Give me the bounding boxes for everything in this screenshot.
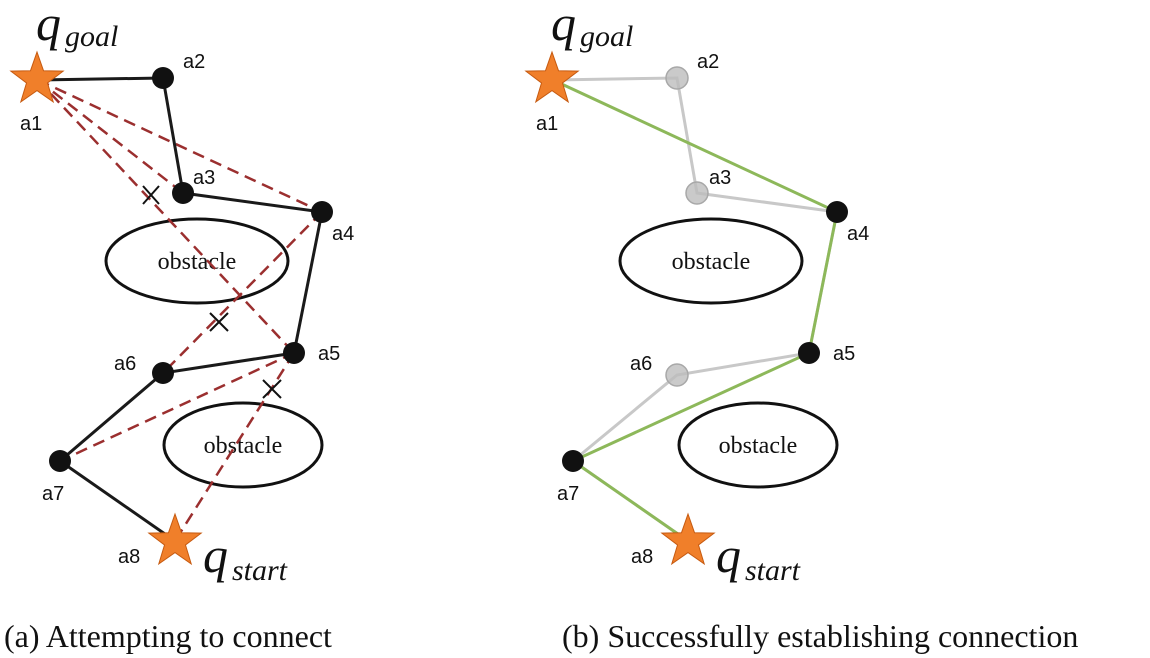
start-star-a: [147, 512, 203, 566]
panel-a: obstacle obstacle a1 a2 a3: [4, 0, 354, 654]
obstacle-label-bottom-a: obstacle: [204, 433, 283, 459]
panel-b: obstacle obstacle a1 a2 a3 a4 a5 a6 a7 a…: [524, 0, 1078, 654]
label-a6-b: a6: [630, 353, 652, 375]
collision-markers: [142, 185, 282, 399]
start-star-b: [660, 512, 716, 566]
node-a7-a: [49, 450, 71, 472]
obstacle-label-bottom-b: obstacle: [719, 433, 798, 459]
obstacle-bottom-b: [677, 401, 839, 489]
node-a3-a: [172, 182, 194, 204]
attempt-edge-a1-a5: [37, 79, 295, 354]
label-a8-a: a8: [118, 546, 140, 568]
label-a4-a: a4: [332, 223, 354, 245]
node-a4-a: [311, 201, 333, 223]
label-a8-b: a8: [631, 546, 653, 568]
original-path-a: [37, 76, 324, 543]
node-a3-b-faded: [685, 181, 709, 205]
obstacle-top-b: [618, 217, 804, 305]
collision-mark-2: [209, 312, 229, 332]
label-a2-a: a2: [183, 51, 205, 73]
attempt-edge-a5-a7: [59, 351, 295, 463]
goal-star-b: [524, 50, 580, 104]
collision-mark-3: [262, 379, 282, 399]
node-a6-b-faded: [665, 363, 689, 387]
label-a1-b: a1: [536, 113, 558, 135]
node-a4-b: [826, 201, 848, 223]
node-a5-a: [283, 342, 305, 364]
collision-mark-1: [142, 185, 160, 205]
label-a2-b: a2: [697, 51, 719, 73]
node-a2-a: [152, 67, 174, 89]
obstacle-top-a: [104, 217, 290, 305]
label-a4-b: a4: [847, 223, 869, 245]
label-a7-b: a7: [557, 483, 579, 505]
goal-star-a: [9, 50, 65, 104]
node-a6-a: [152, 362, 174, 384]
label-a3-b: a3: [709, 167, 731, 189]
label-a6-a: a6: [114, 353, 136, 375]
caption-a: (a) Attempting to connect: [4, 618, 332, 654]
attempt-edge-a1-a3: [37, 79, 184, 194]
caption-b: (b) Successfully establishing connection: [562, 618, 1078, 654]
node-a5-b: [798, 342, 820, 364]
obstacle-label-top-a: obstacle: [158, 249, 237, 275]
node-a7-b: [562, 450, 584, 472]
obstacle-bottom-a: [162, 401, 324, 489]
node-a2-b-faded: [665, 66, 689, 90]
label-a1-a: a1: [20, 113, 42, 135]
label-a7-a: a7: [42, 483, 64, 505]
label-a5-a: a5: [318, 343, 340, 365]
obstacle-label-top-b: obstacle: [672, 249, 751, 275]
attempt-edge-a1-a4: [37, 78, 323, 214]
attempted-connections: [37, 78, 323, 542]
label-a3-a: a3: [193, 167, 215, 189]
label-a5-b: a5: [833, 343, 855, 365]
